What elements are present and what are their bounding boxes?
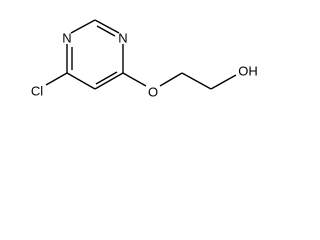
atom-oh-label: OH (238, 64, 258, 79)
bond-c5-c6 (66, 72, 96, 90)
bond-c4-o (122, 72, 147, 87)
atom-ether-o-label: O (148, 85, 158, 100)
bond-c2-n3 (94, 19, 120, 34)
bond-n1-c2 (70, 19, 96, 34)
bond-o-ch2 (159, 72, 183, 87)
atom-n1-label: N (62, 31, 71, 46)
bond-ch2-ch2 (181, 72, 212, 90)
chemical-structure: N N Cl O OH (31, 19, 258, 100)
bond-c4-c5 (94, 72, 124, 90)
bond-ch2-oh (210, 74, 237, 90)
bond-c2-n3-inner (96, 25, 116, 37)
bond-c4-c5-inner (95, 71, 118, 85)
bond-c6-cl (45, 72, 68, 86)
atom-n3-label: N (118, 31, 127, 46)
atom-cl-label: Cl (31, 84, 43, 99)
